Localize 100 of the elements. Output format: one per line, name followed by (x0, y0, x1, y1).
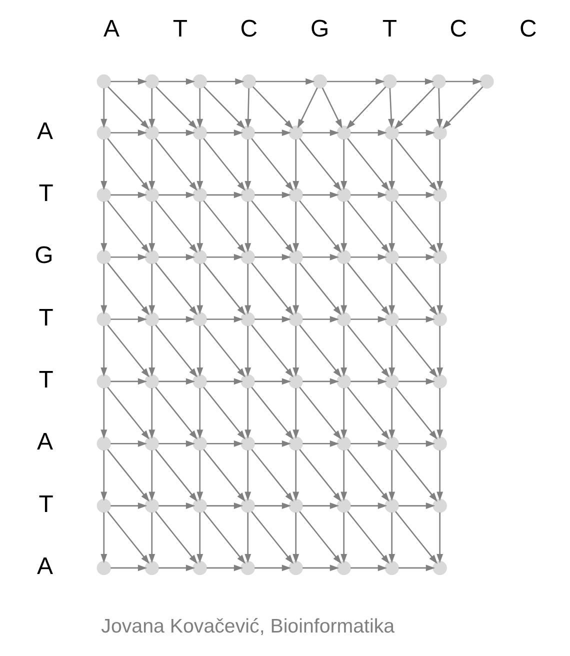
arrow (154, 138, 197, 191)
arrow (302, 440, 339, 447)
arrow (394, 138, 437, 191)
arrow (350, 316, 387, 322)
arrow (148, 326, 155, 377)
arrow (292, 450, 299, 501)
node-circle (192, 126, 206, 140)
node-circle (288, 312, 302, 326)
arrow (110, 130, 147, 136)
arrow (346, 511, 389, 564)
arrow (394, 262, 437, 316)
arrow (254, 254, 291, 260)
arrow (350, 378, 387, 385)
node-circle (241, 74, 256, 89)
node-circle (312, 74, 326, 89)
arrow (100, 512, 107, 564)
label: T (382, 15, 396, 42)
node-circle (432, 374, 446, 389)
arrow (442, 86, 483, 129)
label: A (103, 15, 120, 42)
arrow (203, 86, 245, 129)
arrow (206, 440, 243, 447)
node-circle (384, 374, 398, 389)
arrow (196, 388, 203, 439)
arrow (398, 192, 435, 198)
node-circle (240, 436, 254, 451)
arrow (154, 449, 197, 502)
arrow (110, 192, 147, 198)
arrow (196, 450, 203, 501)
node-circle (336, 436, 350, 451)
arrow (394, 200, 437, 254)
node-circle (288, 188, 302, 202)
arrow (350, 254, 387, 260)
arrow (106, 262, 149, 316)
arrow (250, 138, 293, 191)
arrow (388, 388, 395, 439)
arrow (388, 450, 395, 501)
arrow (298, 138, 341, 191)
arrow (346, 449, 389, 502)
arrow (346, 138, 389, 191)
arrow (110, 254, 147, 260)
arrow (302, 254, 339, 260)
arrow (202, 449, 245, 502)
arrow (196, 264, 203, 314)
node-circle (288, 374, 302, 389)
arrow (340, 202, 347, 252)
arrow (244, 326, 251, 377)
node-circle (432, 312, 446, 326)
node-circle (192, 74, 206, 89)
arrow (296, 88, 318, 128)
arrow (340, 450, 347, 501)
arrow (148, 512, 155, 564)
arrow (206, 564, 243, 572)
node-circle (96, 436, 110, 451)
node-circle (192, 436, 206, 451)
arrow (196, 512, 203, 564)
node-circle (432, 560, 446, 576)
arrow (250, 262, 293, 316)
node-circle (240, 560, 254, 576)
arrow (394, 324, 437, 378)
label: A (36, 553, 52, 580)
node-circle (144, 436, 158, 451)
node-circle (144, 188, 158, 202)
arrow (154, 386, 197, 440)
arrow (398, 254, 435, 260)
arrow (206, 502, 243, 509)
arrow (110, 502, 147, 509)
arrow (206, 192, 243, 198)
arrow (292, 388, 299, 439)
node-circle (384, 250, 398, 264)
arrow (158, 440, 195, 447)
arrow (298, 200, 341, 254)
arrow (110, 378, 147, 385)
arrow (196, 139, 203, 190)
arrow (398, 316, 435, 322)
node-circle (288, 436, 302, 451)
arrow (346, 386, 389, 440)
node-circle (240, 312, 254, 326)
arrow (388, 88, 394, 128)
arrow (155, 86, 197, 129)
label: C (519, 15, 536, 42)
arrow (158, 564, 195, 572)
arrow (255, 78, 314, 85)
arrow (154, 324, 197, 378)
arrow (436, 450, 443, 501)
node-circle (384, 188, 398, 202)
label: A (36, 118, 52, 145)
label: G (310, 15, 329, 42)
arrow (398, 502, 435, 509)
arrow (100, 388, 107, 439)
arrow (302, 502, 339, 509)
arrow (396, 78, 434, 85)
label: Jovana Kovačević, Bioinformatika (100, 616, 394, 638)
arrow (350, 502, 387, 509)
arrow (244, 88, 251, 128)
arrow (436, 139, 443, 190)
node-circle (192, 250, 206, 264)
node-circle (96, 498, 110, 513)
arrow (254, 564, 291, 572)
label: T (172, 15, 188, 42)
